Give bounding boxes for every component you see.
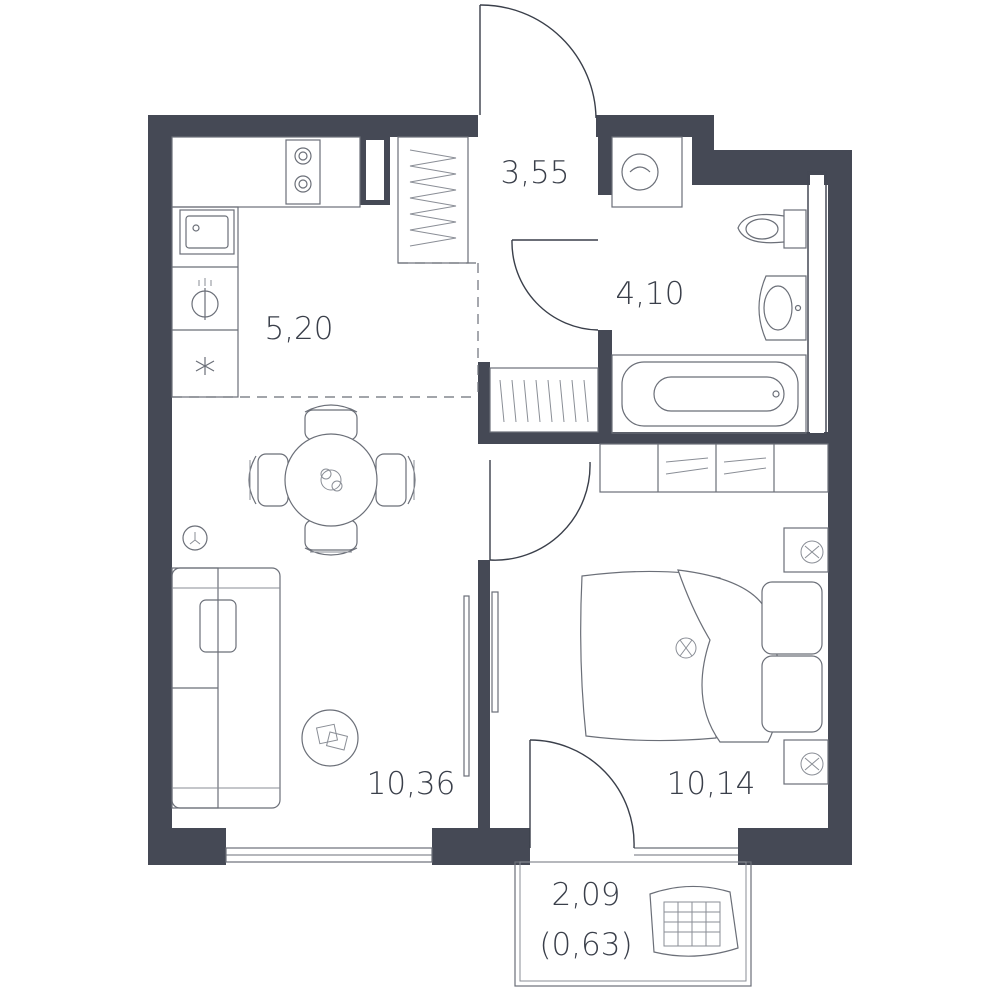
walls [148,115,852,865]
wardrobe-icon [397,136,469,264]
room-area-bathroom: 4,10 [615,276,684,312]
stove-icon [285,139,321,205]
doors [479,4,635,849]
toilet-icon [737,209,807,249]
washbasin-icon [758,275,807,341]
tv-icon [491,591,499,713]
room-area-balcony-reduced: (0,63) [539,927,632,963]
balcony [514,861,752,987]
wardrobe-icon [489,367,599,433]
floor-lamp-icon [182,525,208,551]
tv-icon [463,595,470,777]
nightstand-icon [783,739,829,785]
room-area-bedroom: 10,14 [667,766,756,802]
window-bedroom [634,847,738,856]
room-area-hall: 3,55 [500,155,569,191]
wall-hollows [366,140,824,433]
sofa-icon [171,567,281,809]
fridge-icon [195,357,215,375]
dishwasher-icon [191,278,219,320]
room-area-living: 10,36 [367,766,456,802]
dining-table-icon [248,404,416,556]
room-area-balcony: 2,09 [551,877,620,913]
bed-icon [580,569,823,743]
sink-icon [179,209,235,255]
kitchen-counter [171,136,361,398]
coffee-table-icon [301,709,359,767]
bathtub-icon [611,354,807,434]
laundry-basket-icon [649,885,739,957]
room-area-kitchen: 5,20 [264,311,333,347]
wardrobe-icon [599,443,829,493]
chair-icon [248,453,289,507]
chair-icon [375,453,416,507]
area-labels: 3,55 5,20 4,10 10,36 10,14 2,09 (0,63) [264,155,755,963]
nightstand-icon [783,527,829,573]
window-living [225,847,433,863]
washing-machine-icon [611,136,683,208]
